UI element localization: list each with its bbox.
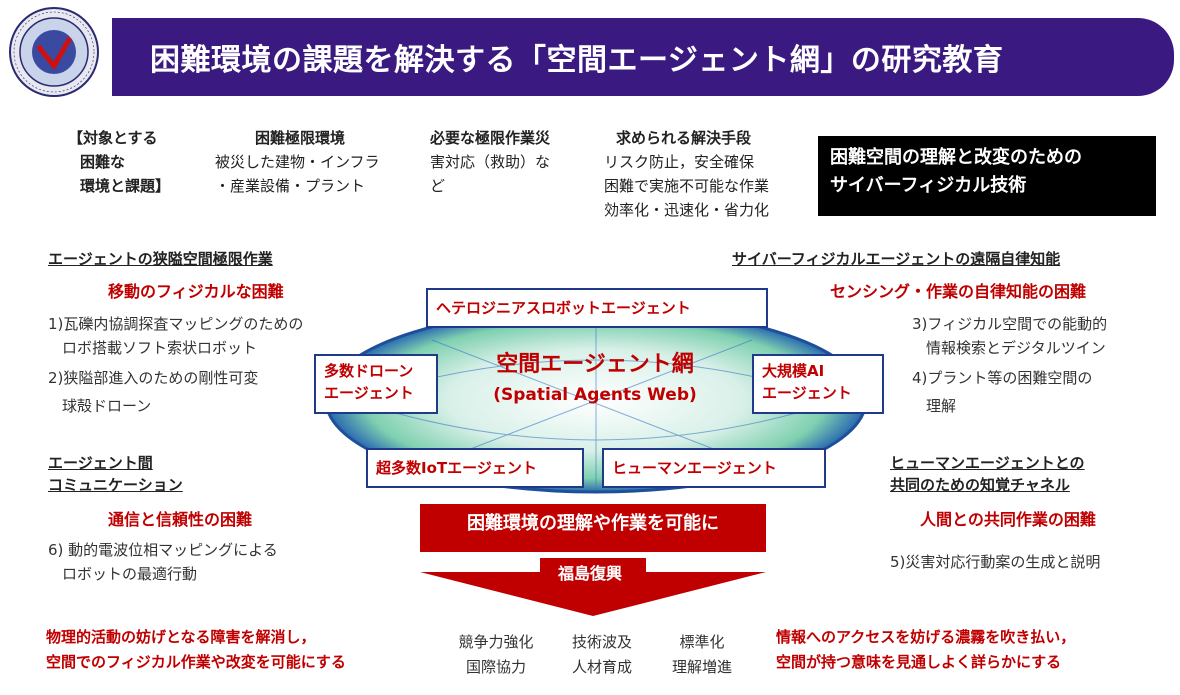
section-heading: エージェントの狭隘空間極限作業: [48, 250, 273, 268]
outcome-line: 競争力強化: [458, 633, 534, 651]
column-heading: 求められる解決手段: [616, 129, 752, 147]
research-item: 6) 動的電波位相マッピングによる: [48, 541, 278, 559]
statement-line: 空間でのフィジカル作業や改変を可能にする: [46, 653, 346, 671]
column-line: 効率化・迅速化・省力化: [604, 201, 770, 219]
research-item: 理解: [926, 397, 957, 415]
column-line: ど: [430, 177, 446, 195]
left-top-section: エージェントの狭隘空間極限作業 移動のフィジカルな困難 1)瓦礫内協調探査マッピ…: [48, 248, 428, 418]
fukushima-arrow: [420, 558, 766, 616]
research-item: 1)瓦礫内協調探査マッピングのための: [48, 315, 304, 333]
large-scale-ai-agent-box: 大規模AI エージェント: [752, 354, 884, 414]
research-item: 3)フィジカル空間での能動的: [912, 315, 1108, 333]
target-label-line: 環境と課題】: [80, 177, 171, 195]
outcome-line: 人材育成: [571, 658, 632, 676]
enable-work-banner: 困難環境の理解や作業を可能に: [420, 504, 766, 552]
bottom-left-statement: 物理的活動の妨げとなる障害を解消し， 空間でのフィジカル作業や改変を可能にする: [46, 625, 426, 675]
spatial-agents-web-title: 空間エージェント網 (Spatial Agents Web): [485, 350, 705, 410]
extreme-environment-column: 困難極限環境 被災した建物・インフラ ・産業設備・プラント: [215, 126, 415, 198]
target-label: 【対象とする 困難な 環境と課題】: [68, 126, 188, 198]
research-item: 情報検索とデジタルツイン: [926, 339, 1106, 357]
column-heading: 必要な極限作業災: [430, 129, 551, 147]
standardization-item: 標準化 理解増進: [652, 630, 752, 680]
outcome-line: 標準化: [679, 633, 725, 651]
section-heading: コミュニケーション: [48, 476, 183, 494]
competitiveness-item: 競争力強化 国際協力: [446, 630, 546, 680]
heterogeneous-robot-agent-box: ヘテロジニアスロボットエージェント: [426, 288, 768, 328]
box-line: 大規模AI: [762, 362, 825, 380]
right-bottom-section: ヒューマンエージェントとの 共同のための知覚チャネル 人間との共同作業の困難 5…: [890, 452, 1160, 574]
column-heading: 困難極限環境: [255, 129, 346, 147]
column-line: 被災した建物・インフラ: [215, 153, 380, 171]
multi-drone-agent-box: 多数ドローン エージェント: [314, 354, 438, 414]
outcome-line: 国際協力: [465, 658, 526, 676]
extreme-work-column: 必要な極限作業災 害対応（救助）な ど: [430, 126, 590, 198]
research-item: 4)プラント等の困難空間の: [912, 369, 1093, 387]
human-agent-box: ヒューマンエージェント: [602, 448, 826, 488]
left-bottom-section: エージェント間 コミュニケーション 通信と信頼性の困難 6) 動的電波位相マッピ…: [48, 452, 428, 586]
column-line: ・産業設備・プラント: [215, 177, 366, 195]
difficulty-label: センシング・作業の自律知能の困難: [830, 282, 1087, 301]
outcome-line: 理解増進: [671, 658, 732, 676]
right-top-section: サイバーフィジカルエージェントの遠隔自律知能 センシング・作業の自律知能の困難 …: [732, 248, 1152, 418]
section-heading: エージェント間: [48, 454, 153, 472]
column-line: リスク防止，安全確保: [604, 153, 755, 171]
difficulty-label: 移動のフィジカルな困難: [108, 282, 284, 301]
cyber-physical-tech-box: 困難空間の理解と改変のための サイバーフィジカル技術: [818, 136, 1156, 216]
solution-column: 求められる解決手段 リスク防止，安全確保 困難で実施不可能な作業 効率化・迅速化…: [604, 126, 804, 222]
research-item: 球殻ドローン: [62, 397, 152, 415]
box-line: エージェント: [762, 384, 852, 402]
research-item: ロボ搭載ソフト索状ロボット: [62, 339, 258, 357]
outcome-line: 技術波及: [571, 633, 632, 651]
section-heading: 共同のための知覚チャネル: [890, 476, 1070, 494]
box-line: エージェント: [324, 384, 414, 402]
page-title: 困難環境の課題を解決する「空間エージェント網」の研究教育: [150, 43, 1004, 78]
box-line: 多数ドローン: [324, 362, 414, 380]
target-label-line: 【対象とする: [68, 129, 158, 147]
statement-line: 情報へのアクセスを妨げる濃霧を吹き払い，: [776, 628, 1076, 646]
box-line: サイバーフィジカル技術: [830, 175, 1027, 196]
section-heading: ヒューマンエージェントとの: [890, 454, 1085, 472]
box-line: 困難空間の理解と改変のための: [830, 147, 1082, 168]
column-line: 困難で実施不可能な作業: [604, 177, 770, 195]
university-seal-logo: [8, 6, 100, 98]
center-title-text: 空間エージェント網: [496, 352, 694, 377]
difficulty-label: 通信と信頼性の困難: [108, 510, 253, 529]
difficulty-label: 人間との共同作業の困難: [920, 510, 1096, 529]
research-item: ロボットの最適行動: [62, 565, 198, 583]
fukushima-revival-label: 福島復興: [557, 564, 622, 583]
statement-line: 空間が持つ意味を見通しよく詳らかにする: [776, 653, 1062, 671]
research-item: 5)災害対応行動案の生成と説明: [890, 553, 1101, 571]
tech-spread-item: 技術波及 人材育成: [552, 630, 652, 680]
title-bar: [112, 18, 1174, 96]
column-line: 害対応（救助）な: [430, 153, 551, 171]
target-label-line: 困難な: [80, 153, 126, 171]
research-item: 2)狭隘部進入のための剛性可変: [48, 369, 259, 387]
statement-line: 物理的活動の妨げとなる障害を解消し，: [46, 628, 316, 646]
iot-agent-box: 超多数IoTエージェント: [366, 448, 584, 488]
section-heading: サイバーフィジカルエージェントの遠隔自律知能: [732, 250, 1061, 268]
center-subtitle-text: (Spatial Agents Web): [493, 385, 697, 405]
bottom-right-statement: 情報へのアクセスを妨げる濃霧を吹き払い， 空間が持つ意味を見通しよく詳らかにする: [776, 625, 1166, 675]
